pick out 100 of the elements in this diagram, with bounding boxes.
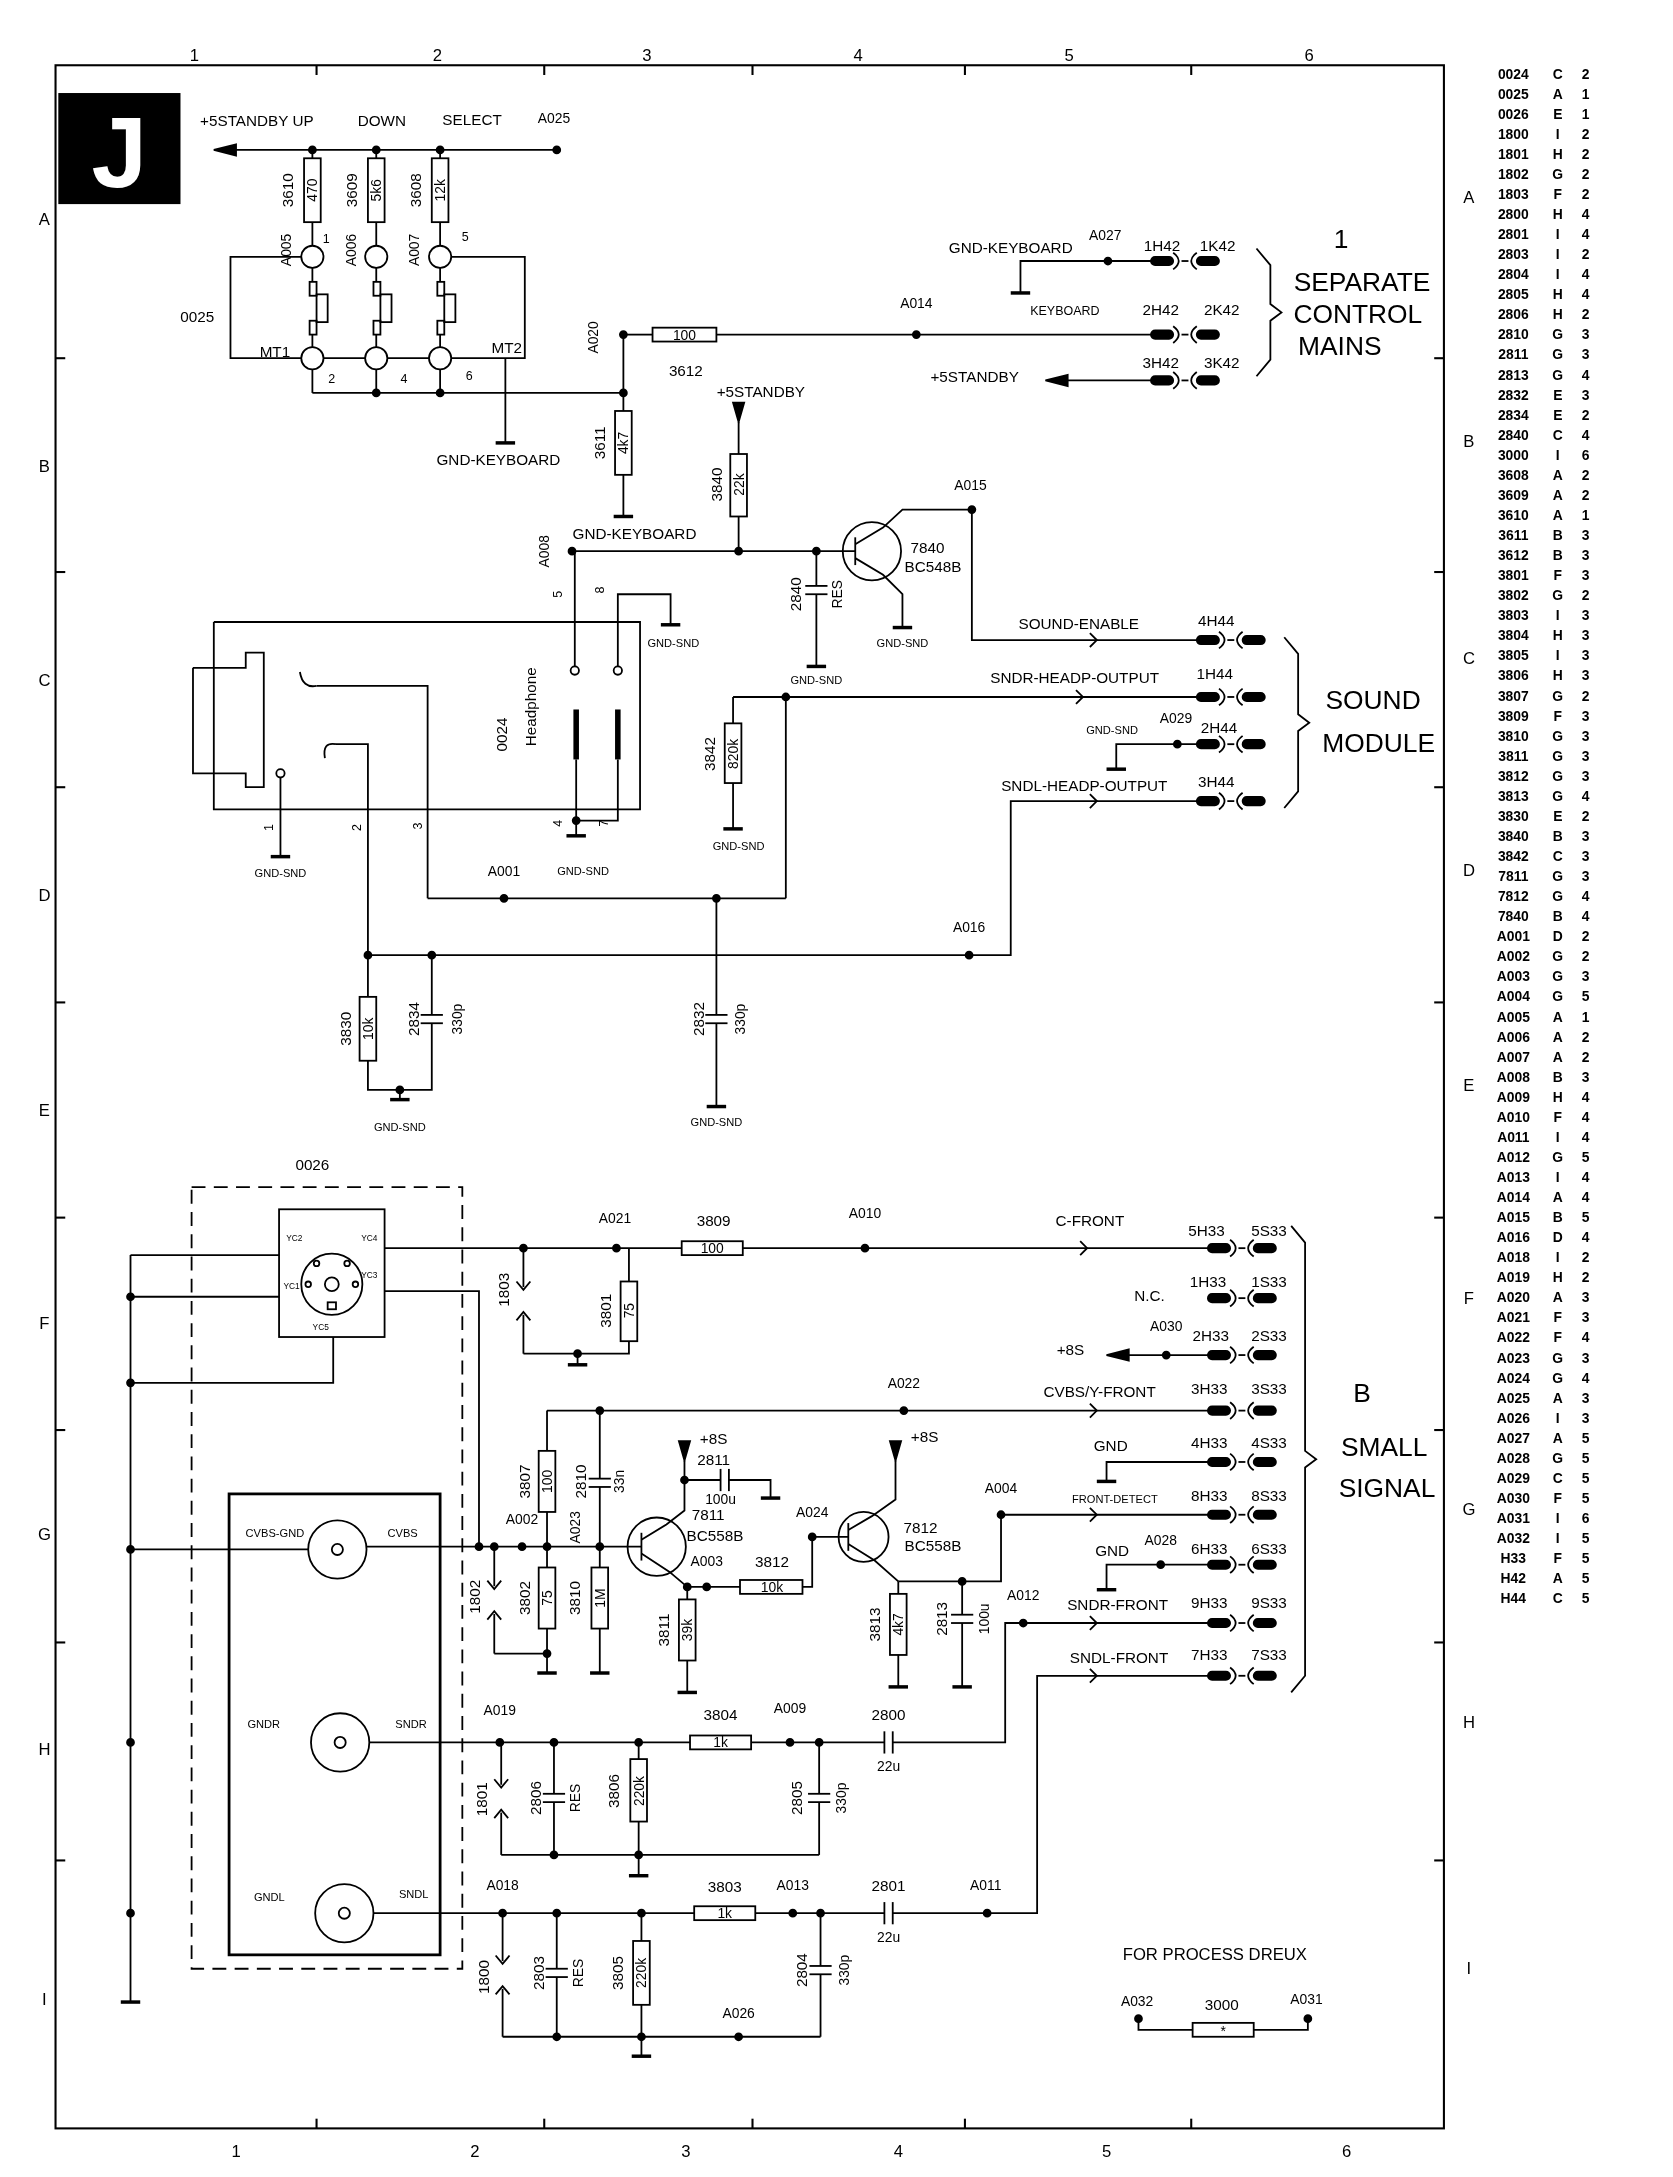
pin-label: YC2 [286,1233,303,1244]
pin-number: 2 [349,824,364,831]
table-cell: 2 [1581,807,1590,824]
table-cell: 5 [1581,1429,1590,1446]
table-cell: A003 [1496,968,1530,985]
table-cell: 3 [1581,727,1590,744]
component-value: 330p [836,1954,853,1986]
table-cell: 1 [1581,105,1590,122]
pin-number: 7 [596,819,611,827]
table-cell: 2804 [1497,266,1529,283]
test-point-label: A004 [984,1480,1018,1497]
ground-label: GND-SND [254,867,307,880]
table-cell: I [1555,1530,1560,1547]
table-cell: 1803 [1497,185,1529,202]
component-ref: 3609 [342,173,360,208]
table-cell: 7811 [1498,868,1529,885]
component-value: 330p [448,1003,465,1035]
net-label: +5STANDBY [716,383,805,401]
group-title: B [1353,1377,1371,1408]
table-cell: A016 [1496,1229,1530,1246]
table-cell: G [1552,326,1564,343]
component-value: RES [829,579,846,609]
table-cell: H [1552,1269,1563,1286]
test-point-label: A015 [954,476,987,493]
component-value: 22k [730,473,747,496]
test-point-label: A013 [776,1877,809,1894]
table-cell: A [1552,1028,1563,1045]
net-label: +5STANDBY [930,367,1019,385]
table-cell: 5 [1581,1209,1590,1226]
table-cell: 5 [1581,1449,1590,1466]
table-cell: 1 [1581,1008,1590,1025]
test-point-label: A031 [1290,1991,1323,2008]
table-cell: 3 [1581,386,1590,403]
table-cell: 4 [1581,1108,1590,1125]
table-cell: 3 [1581,567,1590,584]
table-cell: 2 [1581,1048,1590,1065]
table-cell: 2 [1581,165,1590,182]
ground-label: GND-SND [647,636,700,649]
table-cell: C [1552,426,1563,443]
component-ref: 2800 [871,1706,906,1724]
component-value: 1M [591,1588,608,1608]
connector-pin-label: 4S33 [1251,1434,1287,1452]
component-value: 820k [725,738,742,769]
table-cell: 4 [1581,426,1590,443]
component-value: RES [569,1958,586,1988]
table-cell: 3 [1581,627,1590,644]
component-ref: 0024 [492,717,510,752]
table-cell: A010 [1496,1108,1530,1125]
test-point-label: A011 [970,1877,1002,1894]
table-cell: 2 [1581,246,1590,263]
component-ref: 3813 [866,1607,884,1642]
table-cell: F [1553,567,1562,584]
table-cell: H33 [1500,1550,1527,1567]
component-ref: Headphone [521,667,539,747]
table-cell: 2813 [1497,366,1529,383]
table-cell: 3802 [1497,587,1529,604]
table-cell: 2 [1581,466,1590,483]
test-point-label: A010 [848,1205,882,1222]
connector-pin-label: 1H33 [1189,1273,1227,1290]
table-cell: 2805 [1497,286,1529,303]
ground-label: GND-SND [373,1121,426,1134]
test-point-label: A028 [1144,1531,1177,1548]
table-cell: G [1552,988,1564,1005]
table-cell: I [1555,1128,1560,1145]
table-cell: I [1555,1510,1560,1527]
table-cell: 7812 [1497,888,1529,905]
test-point-label: A003 [690,1552,723,1569]
table-cell: A007 [1496,1048,1530,1065]
table-cell: 2840 [1497,426,1529,443]
table-cell: 5 [1581,1590,1590,1607]
table-cell: 3 [1581,707,1590,724]
table-cell: A [1552,466,1563,483]
ground-label: GND-SND [557,864,609,877]
connector-pin-label: 2S33 [1251,1327,1287,1345]
component-ref: 7840 [910,538,945,556]
component-ref: 3840 [707,467,725,502]
component-ref: 2811 [697,1450,731,1468]
pin-number: 6 [465,369,473,384]
table-cell: H [1552,206,1563,223]
table-cell: G [1552,1148,1564,1165]
grid-label: F [1463,1288,1474,1308]
component-value: 330p [833,1782,850,1814]
table-cell: A032 [1496,1530,1530,1547]
table-cell: A027 [1496,1429,1530,1446]
table-cell: G [1552,1449,1564,1466]
table-cell: A023 [1496,1349,1530,1366]
table-cell: 3 [1581,547,1590,564]
component-ref: 1801 [473,1782,491,1817]
table-cell: H [1552,667,1563,684]
table-cell: G [1552,1369,1564,1386]
grid-label: 2 [432,46,442,66]
table-cell: 2 [1581,306,1590,323]
table-cell: G [1552,948,1564,965]
component-ref: 3612 [668,362,703,380]
group-title: SIGNAL [1338,1473,1436,1504]
component-ref: 3807 [516,1464,534,1499]
table-cell: 3 [1581,848,1590,864]
component-ref: 2806 [527,1781,545,1815]
table-cell: G [1552,1349,1564,1366]
table-cell: 2 [1581,1269,1590,1286]
